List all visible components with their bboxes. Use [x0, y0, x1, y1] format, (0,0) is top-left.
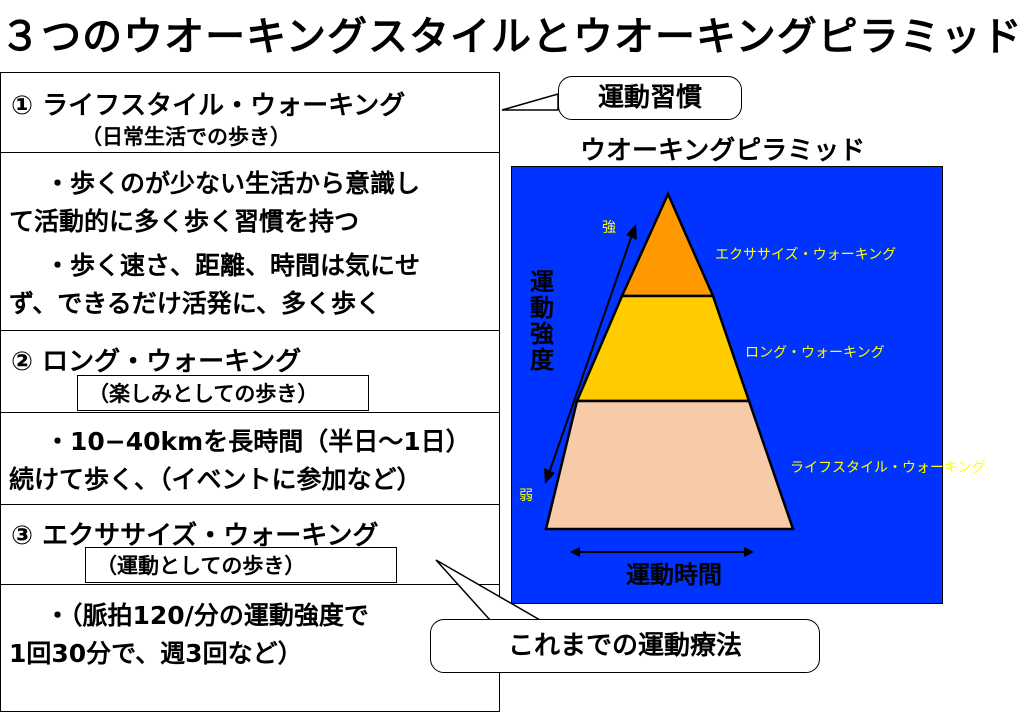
- row-lifestyle-desc: ・歩くのが少ない生活から意識し て活動的に多く歩く習慣を持つ ・歩く速さ、距離、…: [1, 153, 499, 331]
- habit-callout: 運動習慣: [558, 76, 742, 120]
- lifestyle-subtitle: （日常生活での歩き）: [81, 125, 291, 149]
- intensity-arrow-head-down: [544, 468, 555, 484]
- pyramid-level-exercise: [620, 190, 715, 298]
- intensity-char-2: 動: [530, 294, 554, 322]
- strong-label: 強: [602, 220, 616, 236]
- pyramid-level-lifestyle: [544, 399, 795, 531]
- intensity-arrow-line: [547, 231, 634, 477]
- row-long-desc: ・10−40kmを長時間（半日〜1日） 続けて歩く、（イベントに参加など）: [1, 413, 499, 505]
- row-lifestyle-heading: ① ライフスタイル・ウォーキング （日常生活での歩き）: [1, 73, 499, 153]
- level-label-long: ロング・ウォーキング: [745, 345, 885, 361]
- lifestyle-desc-line-4: ず、できるだけ活発に、多く歩く: [9, 289, 382, 318]
- time-axis-label: 運動時間: [626, 561, 722, 589]
- lifestyle-desc-line-2: て活動的に多く歩く習慣を持つ: [9, 207, 360, 236]
- exercise-desc: ・（脈拍120/分の運動強度で 1回30分で、週3回など）: [9, 597, 489, 673]
- therapy-callout: これまでの運動療法: [430, 619, 820, 673]
- exercise-desc-line-2: 1回30分で、週3回など）: [9, 639, 303, 668]
- exercise-heading: ③ エクササイズ・ウォーキング: [11, 521, 379, 551]
- exercise-desc-line-1: ・（脈拍120/分の運動強度で: [45, 601, 369, 630]
- long-heading: ② ロング・ウォーキング: [11, 347, 302, 377]
- intensity-arrow-head-up: [626, 224, 637, 240]
- walking-style-table: ① ライフスタイル・ウォーキング （日常生活での歩き） ・歩くのが少ない生活から…: [0, 72, 500, 712]
- row-long-heading: ② ロング・ウォーキング （楽しみとしての歩き）: [1, 331, 499, 413]
- intensity-char-4: 度: [530, 346, 555, 374]
- lifestyle-desc-line-1: ・歩くのが少ない生活から意識し: [45, 169, 421, 198]
- pyramid-level-long: [575, 294, 751, 403]
- page-title: ３つのウオーキングスタイルとウオーキングピラミッド: [0, 14, 1023, 60]
- exercise-subtitle: （運動としての歩き）: [85, 547, 397, 583]
- lifestyle-heading: ① ライフスタイル・ウォーキング: [11, 91, 406, 121]
- long-desc-line-2: 続けて歩く、（イベントに参加など）: [9, 465, 422, 494]
- habit-callout-pointer: [501, 93, 559, 111]
- weak-label: 弱: [519, 488, 533, 504]
- intensity-char-3: 強: [530, 320, 554, 348]
- therapy-callout-pointer: [435, 559, 543, 621]
- intensity-char-1: 運: [530, 268, 554, 296]
- time-arrow-head-right: [744, 547, 754, 557]
- pyramid-title: ウオーキングピラミッド: [580, 136, 866, 166]
- time-arrow-head-left: [570, 547, 580, 557]
- long-desc-line-1: ・10−40kmを長時間（半日〜1日）: [45, 427, 471, 456]
- row-exercise-heading: ③ エクササイズ・ウォーキング （運動としての歩き）: [1, 505, 499, 585]
- long-desc: ・10−40kmを長時間（半日〜1日） 続けて歩く、（イベントに参加など）: [9, 423, 489, 499]
- level-label-lifestyle: ライフスタイル・ウォーキング: [790, 460, 986, 476]
- lifestyle-desc-line-3: ・歩く速さ、距離、時間は気にせ: [45, 251, 421, 280]
- level-label-exercise: エクササイズ・ウォーキング: [715, 247, 896, 263]
- row-exercise-desc: ・（脈拍120/分の運動強度で 1回30分で、週3回など）: [1, 585, 499, 713]
- lifestyle-desc: ・歩くのが少ない生活から意識し て活動的に多く歩く習慣を持つ ・歩く速さ、距離、…: [9, 165, 489, 323]
- long-subtitle: （楽しみとしての歩き）: [77, 375, 369, 411]
